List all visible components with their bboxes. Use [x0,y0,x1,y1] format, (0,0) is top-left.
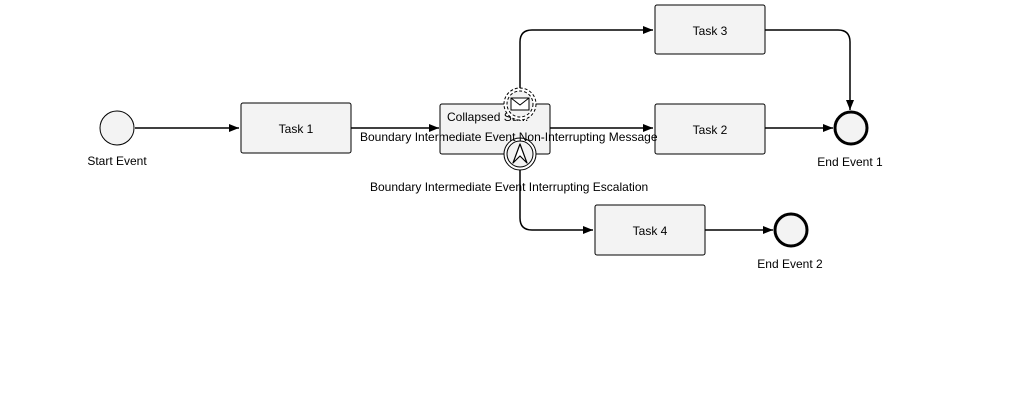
end-event-2[interactable] [773,212,809,248]
task-1-label: Task 1 [279,122,314,136]
flow-message-to-task3[interactable] [519,26,653,88]
start-event-label: Start Event [87,154,147,168]
envelope-icon [510,97,530,111]
task-3[interactable]: Task 3 [654,4,766,55]
task-4[interactable]: Task 4 [594,204,706,256]
task-2-label: Task 2 [693,123,728,137]
escalation-icon [512,143,528,164]
boundary-escalation-event[interactable] [503,137,537,171]
flow-escalation-to-task4[interactable] [519,170,593,234]
flow-task3-to-end1[interactable] [765,29,854,110]
end-event-2-label: End Event 2 [757,257,823,271]
boundary-escalation-event-label: Boundary Intermediate Event Interrupting… [370,180,648,194]
start-event[interactable] [99,110,135,146]
task-1[interactable]: Task 1 [240,102,352,154]
task-2[interactable]: Task 2 [654,103,766,155]
boundary-message-event[interactable] [503,87,537,121]
task-3-label: Task 3 [693,24,728,38]
end-event-1-label: End Event 1 [817,155,883,169]
boundary-message-event-label: Boundary Intermediate Event Non-Interrup… [360,130,658,144]
end-event-1[interactable] [833,110,869,146]
task-4-label: Task 4 [633,224,668,238]
